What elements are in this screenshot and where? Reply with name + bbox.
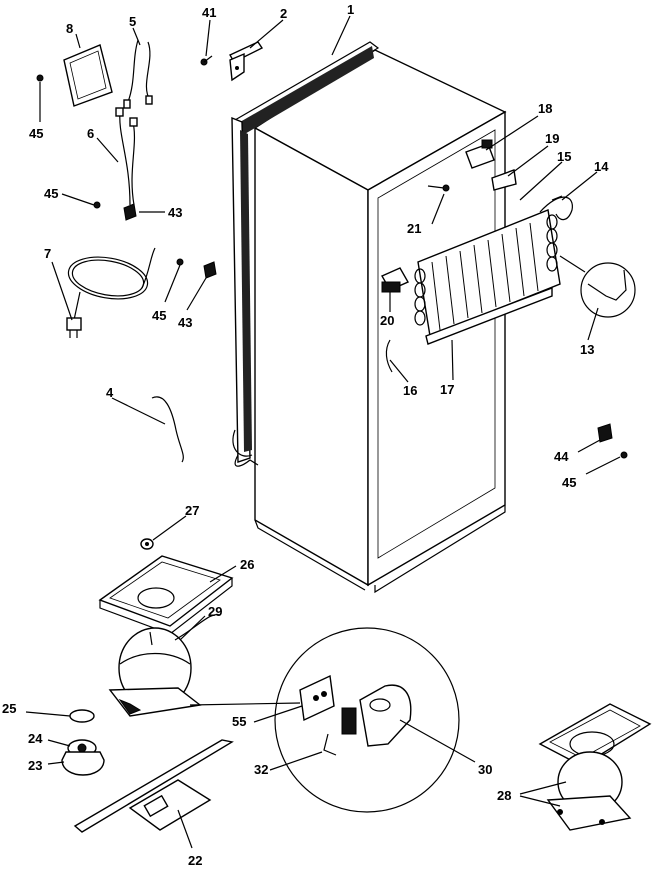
screw-part bbox=[427, 184, 450, 192]
condenser-coil bbox=[231, 41, 380, 467]
callout-18: 18 bbox=[538, 101, 552, 116]
callout-8: 8 bbox=[66, 21, 73, 36]
callout-17: 17 bbox=[440, 382, 454, 397]
callout-44: 44 bbox=[554, 449, 569, 464]
callout-22: 22 bbox=[188, 853, 202, 868]
callout-1: 1 bbox=[347, 2, 354, 17]
base-rail bbox=[73, 739, 234, 833]
refrigerator-cabinet bbox=[253, 49, 507, 594]
callout-26: 26 bbox=[240, 557, 254, 572]
callout-45: 45 bbox=[152, 308, 166, 323]
screw-part bbox=[200, 55, 213, 66]
callout-6: 6 bbox=[87, 126, 94, 141]
callout-2: 2 bbox=[280, 6, 287, 21]
callout-45: 45 bbox=[29, 126, 43, 141]
callout-14: 14 bbox=[594, 159, 609, 174]
callout-30: 30 bbox=[478, 762, 492, 777]
callout-4: 4 bbox=[106, 385, 114, 400]
clip-part bbox=[597, 423, 613, 443]
callout-24: 24 bbox=[28, 731, 43, 746]
callout-13: 13 bbox=[580, 342, 594, 357]
callout-43: 43 bbox=[168, 205, 182, 220]
wiring-harness bbox=[115, 39, 153, 206]
compressor-mount bbox=[61, 709, 105, 776]
callout-45: 45 bbox=[562, 475, 576, 490]
clip-part bbox=[123, 203, 217, 279]
callout-21: 21 bbox=[407, 221, 421, 236]
callout-5: 5 bbox=[129, 14, 136, 29]
callout-25: 25 bbox=[2, 701, 16, 716]
evaporator bbox=[414, 209, 561, 345]
bracket-part bbox=[229, 41, 264, 82]
defrost-thermostat bbox=[381, 267, 409, 293]
callout-32: 32 bbox=[254, 762, 268, 777]
callout-23: 23 bbox=[28, 758, 42, 773]
callout-43: 43 bbox=[178, 315, 192, 330]
callout-15: 15 bbox=[557, 149, 571, 164]
compressor-assembly bbox=[538, 703, 652, 831]
callout-7: 7 bbox=[44, 246, 51, 261]
callout-19: 19 bbox=[545, 131, 559, 146]
compressor bbox=[108, 614, 221, 717]
callout-20: 20 bbox=[380, 313, 394, 328]
capillary-detail bbox=[559, 255, 636, 318]
heater-wire bbox=[385, 339, 393, 373]
callout-labels: 8 5 41 2 1 45 6 45 43 7 45 43 4 18 19 15… bbox=[2, 2, 609, 868]
drain-pan bbox=[98, 555, 234, 635]
callout-28: 28 bbox=[497, 788, 511, 803]
nut-part bbox=[140, 538, 154, 550]
callout-45: 45 bbox=[44, 186, 58, 201]
callout-29: 29 bbox=[208, 604, 222, 619]
drain-tube bbox=[151, 396, 184, 463]
pad-part bbox=[63, 44, 113, 107]
power-cord bbox=[66, 247, 156, 338]
callout-16: 16 bbox=[403, 383, 417, 398]
leader-lines bbox=[25, 15, 621, 849]
relay-detail bbox=[274, 627, 460, 813]
callout-27: 27 bbox=[185, 503, 199, 518]
refrigerant-tubing bbox=[539, 195, 573, 221]
callout-55: 55 bbox=[232, 714, 246, 729]
callout-41: 41 bbox=[202, 5, 216, 20]
